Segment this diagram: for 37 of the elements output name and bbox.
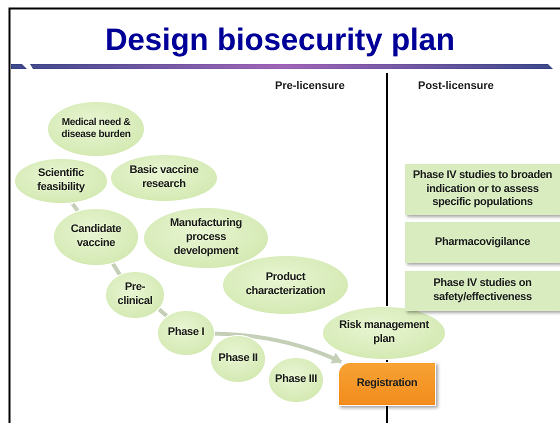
node-label: Candidate vaccine: [70, 223, 122, 251]
process-ellipse: [222, 255, 349, 315]
node-label: Phase II: [218, 352, 258, 366]
process-ellipse: [110, 154, 218, 202]
process-ellipse: [143, 207, 269, 269]
node-label: Pharmacovigilance: [434, 236, 530, 250]
node-label: Manufacturing process development: [169, 217, 243, 259]
process-ellipse: [105, 271, 165, 319]
node-label: Phase I: [168, 326, 204, 340]
slide-title: Design biosecurity plan: [104, 22, 456, 58]
node-label: Product characterization: [244, 271, 326, 299]
connector-line: [158, 308, 168, 318]
process-ellipse: [157, 310, 215, 356]
arrow: [214, 332, 342, 364]
node-label: Basic vaccine research: [128, 164, 200, 192]
milestone-box: [338, 362, 436, 406]
process-box: [405, 222, 560, 263]
process-ellipse: [210, 335, 266, 383]
node-label: Phase IV studies on safety/effectiveness: [432, 277, 533, 305]
node-label: Phase IV studies to broaden indication or to assess specific populations: [412, 168, 554, 210]
section-heading: Pre-licensure: [275, 80, 345, 92]
node-label: Phase III: [275, 373, 317, 387]
node-label: Scientific feasibility: [36, 167, 86, 195]
node-label: Registration: [356, 377, 418, 391]
node-label: Pre-clinical: [116, 281, 154, 309]
process-ellipse: [47, 101, 145, 157]
connector-line: [111, 262, 122, 276]
node-label: Risk management plan: [338, 319, 430, 347]
node-label: Medical need & disease burden: [60, 116, 132, 142]
section-heading: Post-licensure: [418, 80, 494, 92]
process-box: [405, 271, 560, 311]
process-ellipse: [268, 357, 324, 403]
process-ellipse: [53, 208, 139, 266]
process-box: [405, 164, 560, 215]
connector-line: [70, 202, 80, 212]
process-ellipse: [322, 306, 446, 360]
process-ellipse: [14, 158, 108, 204]
